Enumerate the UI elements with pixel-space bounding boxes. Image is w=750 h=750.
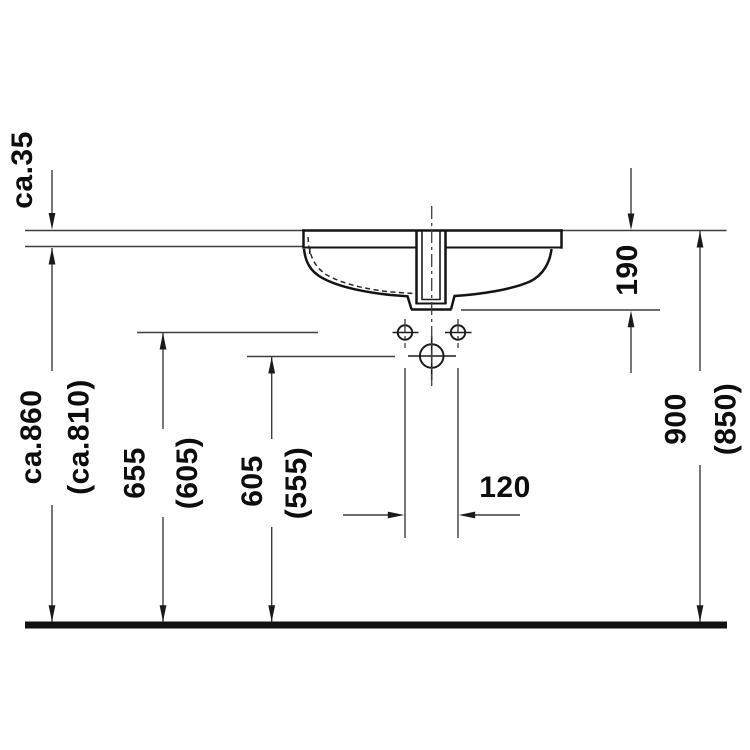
mask-605 [236, 439, 314, 527]
dim-label-height-counter-top-alt: (850) [710, 383, 743, 456]
dim-label-hole-spacing: 120 [479, 471, 531, 504]
arrowhead-up [627, 310, 635, 328]
countertop [25, 229, 727, 248]
bowl-hidden-inner-line [307, 236, 416, 295]
label-masks [14, 371, 746, 527]
dim-label-height-drain-alt: (555) [280, 447, 313, 520]
floor-line [25, 621, 727, 629]
arrowhead-down [48, 605, 56, 622]
dimension-hole-spacing [343, 368, 520, 538]
centerlines [404, 206, 459, 386]
arrowhead-up [48, 248, 56, 265]
dimension-counter-thickness [48, 170, 56, 230]
dimension-labels: ca.35 ca.860 (ca.810) 655 (605) 605 (555… [6, 131, 743, 519]
mask-900 [656, 371, 746, 465]
dim-label-height-under-counter-alt: (ca.810) [63, 379, 96, 495]
arrowhead-down [696, 605, 704, 622]
dim-label-height-counter-top: 900 [660, 393, 693, 445]
arrowhead-up [268, 357, 276, 374]
dim-label-height-under-counter: ca.860 [15, 390, 48, 485]
dim-label-height-fixing-holes-alt: (605) [171, 437, 204, 510]
arrowhead-down [48, 213, 56, 230]
dim-label-basin-depth: 190 [611, 244, 644, 296]
arrowhead-up [696, 231, 704, 248]
washbasin-section [302, 229, 563, 311]
mask-ca860 [14, 371, 104, 505]
dimension-basin-depth [461, 168, 660, 373]
bowl-outline-left [302, 248, 413, 310]
dim-label-height-drain: 605 [236, 455, 269, 507]
bowl-outline-right [449, 248, 553, 310]
arrowhead-up [159, 333, 167, 350]
arrowhead-down [159, 605, 167, 622]
arrowhead-right [387, 511, 405, 519]
mask-655 [118, 429, 206, 517]
dim-label-height-fixing-holes: 655 [119, 447, 152, 499]
arrowhead-left [458, 511, 476, 519]
overflow-channel [415, 231, 447, 305]
dim-label-counter-thickness: ca.35 [6, 131, 39, 209]
arrowhead-down [268, 605, 276, 622]
arrowhead-down [627, 213, 635, 230]
